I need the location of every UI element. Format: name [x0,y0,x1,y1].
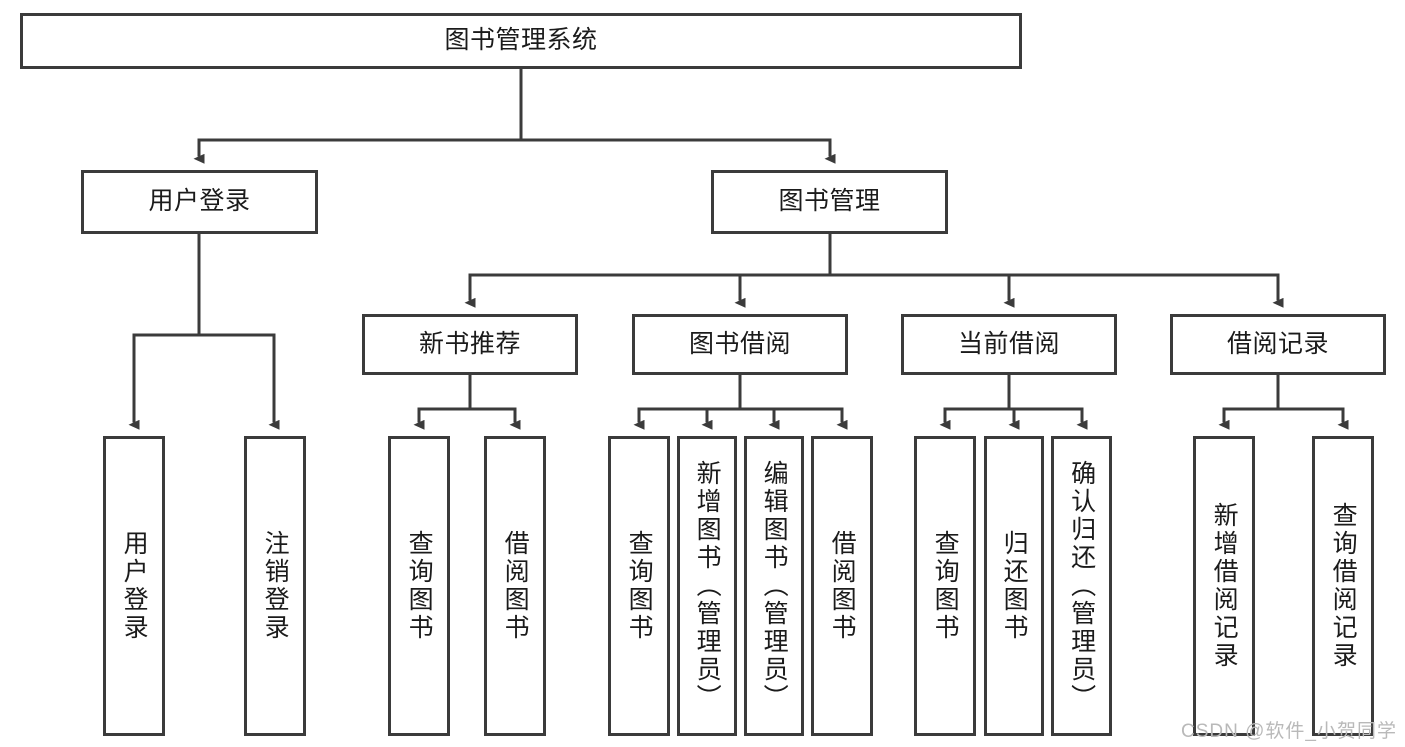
node-book-manage[interactable]: 图书管理 [711,170,948,234]
node-leaf-user-login[interactable]: 用户登录 [103,436,165,736]
node-leaf-edit-book-label: 编辑图书（管理员） [760,460,789,712]
node-leaf-add-record-label: 新增借阅记录 [1210,502,1239,670]
node-user-login[interactable]: 用户登录 [81,170,318,234]
node-leaf-borrow-book-1-label: 借阅图书 [501,530,530,642]
node-leaf-query-record[interactable]: 查询借阅记录 [1312,436,1374,736]
node-book-borrow[interactable]: 图书借阅 [632,314,848,375]
node-leaf-borrow-book-2-label: 借阅图书 [828,530,857,642]
node-leaf-add-book-label: 新增图书（管理员） [693,460,722,712]
node-leaf-borrow-book-1[interactable]: 借阅图书 [484,436,546,736]
node-leaf-return-book[interactable]: 归还图书 [984,436,1044,736]
node-leaf-query-book-1-label: 查询图书 [405,530,434,642]
node-leaf-user-login-label: 用户登录 [120,530,149,642]
node-new-book-rec-label: 新书推荐 [418,329,521,358]
node-new-book-rec[interactable]: 新书推荐 [362,314,578,375]
node-current-borrow-label: 当前借阅 [957,329,1060,358]
node-leaf-borrow-book-2[interactable]: 借阅图书 [811,436,873,736]
node-current-borrow[interactable]: 当前借阅 [901,314,1117,375]
node-leaf-edit-book[interactable]: 编辑图书（管理员） [744,436,804,736]
node-leaf-return-book-label: 归还图书 [1000,530,1029,642]
node-leaf-query-book-1[interactable]: 查询图书 [388,436,450,736]
node-leaf-query-book-2[interactable]: 查询图书 [608,436,670,736]
node-leaf-confirm-return-label: 确认归还（管理员） [1067,460,1096,712]
node-root-label: 图书管理系统 [444,26,598,55]
node-leaf-query-book-2-label: 查询图书 [625,530,654,642]
node-leaf-add-book[interactable]: 新增图书（管理员） [677,436,737,736]
node-leaf-add-record[interactable]: 新增借阅记录 [1193,436,1255,736]
node-borrow-record[interactable]: 借阅记录 [1170,314,1386,375]
node-leaf-user-logout[interactable]: 注销登录 [244,436,306,736]
node-borrow-record-label: 借阅记录 [1226,329,1329,358]
node-book-manage-label: 图书管理 [778,187,881,216]
node-root[interactable]: 图书管理系统 [20,13,1022,69]
watermark: CSDN @软件_小贺同学 [1181,721,1397,742]
node-book-borrow-label: 图书借阅 [688,329,791,358]
node-leaf-query-record-label: 查询借阅记录 [1329,502,1358,670]
node-leaf-query-book-3[interactable]: 查询图书 [914,436,976,736]
node-leaf-user-logout-label: 注销登录 [261,530,290,642]
node-leaf-query-book-3-label: 查询图书 [931,530,960,642]
node-user-login-label: 用户登录 [148,187,251,216]
node-leaf-confirm-return[interactable]: 确认归还（管理员） [1051,436,1112,736]
